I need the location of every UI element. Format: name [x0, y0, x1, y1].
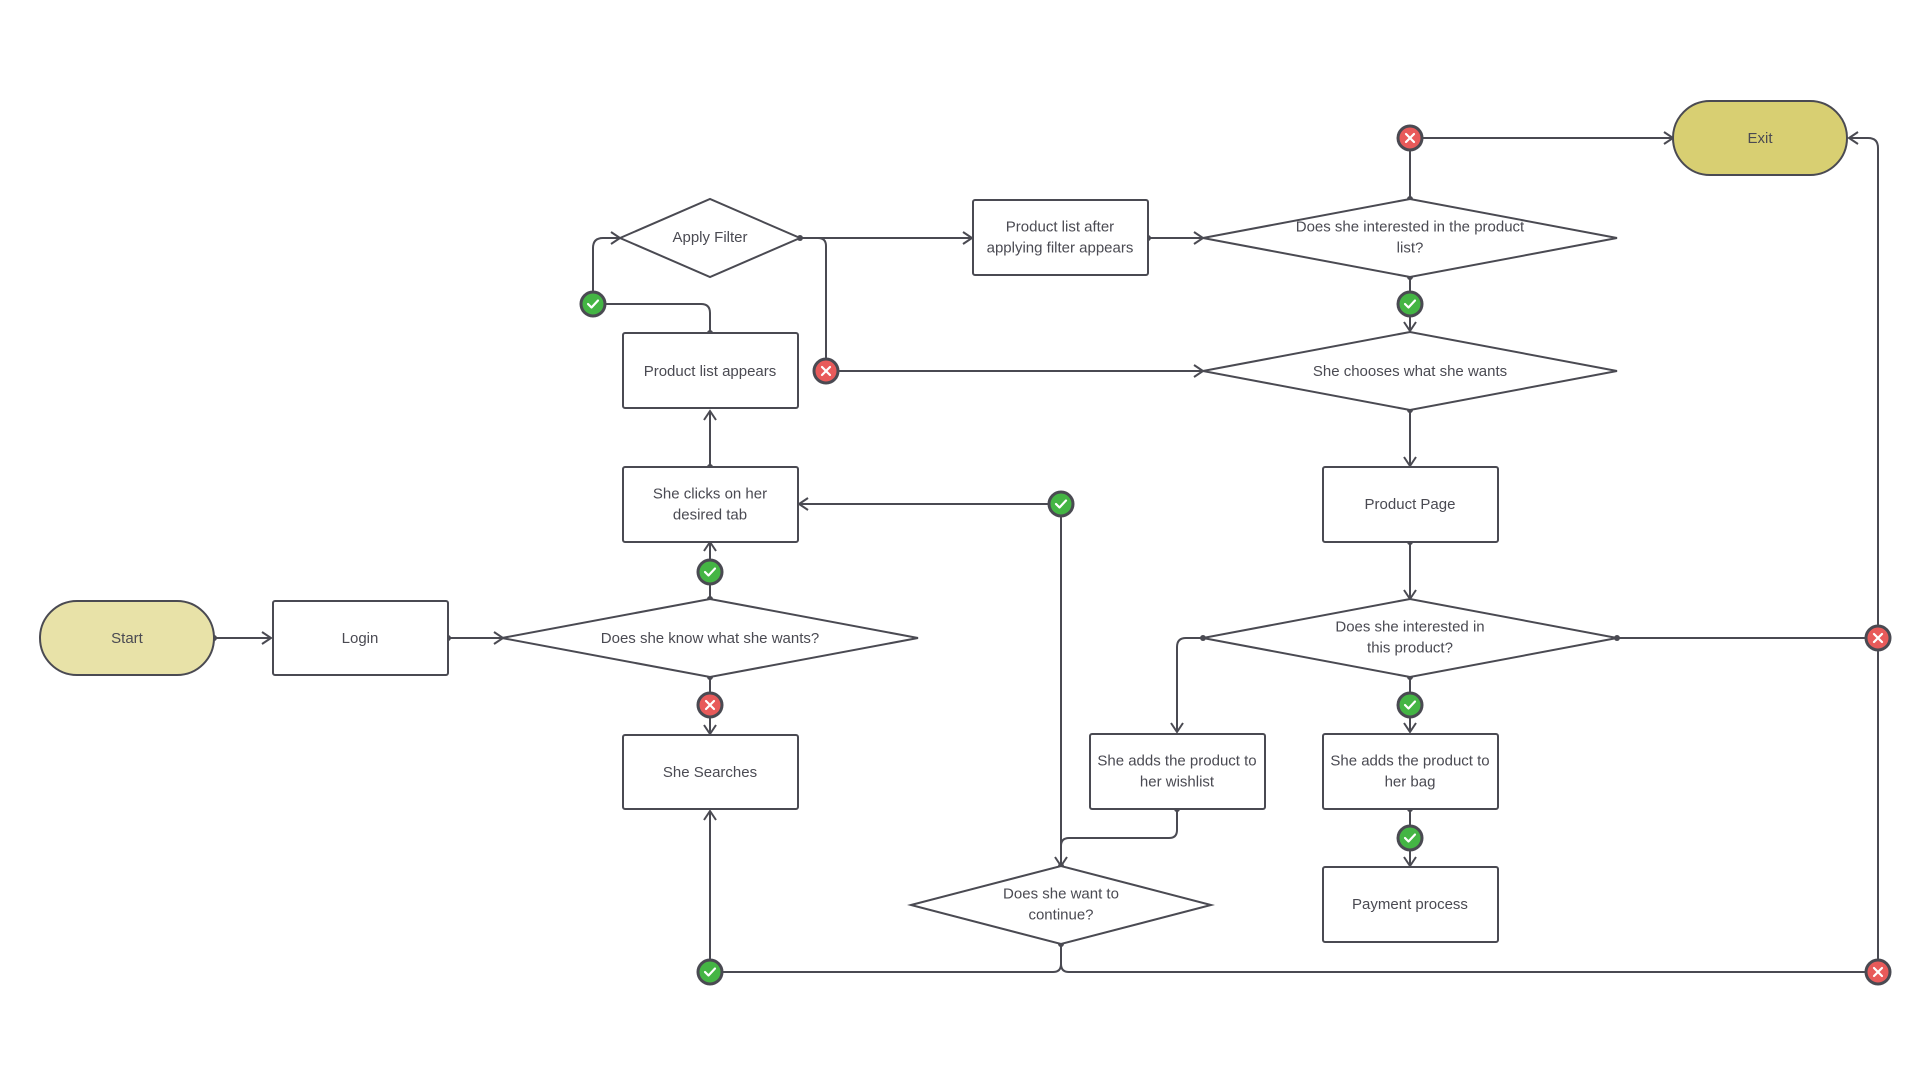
no-badge: [1864, 958, 1892, 986]
product-list-label: Product list appears: [644, 363, 777, 380]
filtered-list-shape: [972, 199, 1149, 276]
arrowhead: [1847, 131, 1859, 145]
no-badge: [1396, 124, 1424, 152]
decision-know-shape: [501, 597, 919, 679]
edge-no-exit-right: [1849, 137, 1879, 638]
arrowhead: [1403, 722, 1417, 734]
yes-badge: [579, 290, 607, 318]
exit-label: Exit: [1747, 130, 1773, 147]
chooses-label: She chooses what she wants: [1313, 363, 1507, 380]
product-page-node[interactable]: Product Page: [1322, 466, 1499, 543]
decision-interested-product-shape: [1202, 597, 1618, 679]
payment-shape: [1322, 866, 1499, 943]
nodes: Start Login Does she know what she wants…: [39, 100, 1848, 946]
payment-label: Payment process: [1352, 896, 1468, 913]
no-badge: [812, 357, 840, 385]
bag-shape: [1322, 733, 1499, 810]
decision-interested-list-shape: [1202, 197, 1618, 279]
badges: [579, 124, 1892, 986]
searches-label: She Searches: [663, 764, 757, 781]
decision-chooses-shape: [1202, 330, 1618, 412]
searches-shape: [622, 734, 799, 810]
yes-badge: [1047, 490, 1075, 518]
edge-interestedp-wishlist: [1176, 637, 1203, 732]
start-node[interactable]: Start: [39, 600, 215, 676]
edge-continue-bottom: [710, 944, 1062, 973]
yes-badge: [1396, 691, 1424, 719]
decision-continue-shape: [907, 864, 1215, 946]
exit-shape: [1672, 100, 1848, 176]
yes-badge: [696, 558, 724, 586]
apply-filter-label: Apply Filter: [672, 229, 747, 246]
decision-apply-filter-node[interactable]: Apply Filter: [617, 197, 803, 279]
no-badge: [1864, 624, 1892, 652]
arrowhead: [703, 409, 717, 421]
start-shape: [39, 600, 215, 676]
no-badge: [696, 691, 724, 719]
yes-badge: [1396, 290, 1424, 318]
payment-node[interactable]: Payment process: [1322, 866, 1499, 943]
edge-filter-no: [800, 237, 827, 371]
decision-know-node[interactable]: Does she know what she wants?: [501, 597, 919, 679]
searches-node[interactable]: She Searches: [622, 734, 799, 810]
decision-know-label: Does she know what she wants?: [601, 630, 819, 647]
arrowhead: [703, 809, 717, 821]
login-shape: [272, 600, 449, 676]
edge-wishlist-continue: [1060, 809, 1178, 866]
product-list-shape: [622, 332, 799, 409]
arrowhead: [261, 631, 273, 645]
wishlist-shape: [1089, 733, 1266, 810]
login-node[interactable]: Login: [272, 600, 449, 676]
yes-badge: [696, 958, 724, 986]
product-list-node[interactable]: Product list appears: [622, 332, 799, 409]
arrowhead: [1170, 722, 1184, 734]
yes-badge: [1396, 824, 1424, 852]
product-page-label: Product Page: [1365, 496, 1456, 513]
decision-apply-filter-shape: [617, 197, 803, 279]
clicks-tab-shape: [622, 466, 799, 543]
edge-continue-bottom-right: [1060, 944, 1878, 973]
decision-chooses-node[interactable]: She chooses what she wants: [1202, 330, 1618, 412]
product-page-shape: [1322, 466, 1499, 543]
exit-node[interactable]: Exit: [1672, 100, 1848, 176]
login-label: Login: [342, 630, 379, 647]
start-label: Start: [111, 630, 144, 647]
